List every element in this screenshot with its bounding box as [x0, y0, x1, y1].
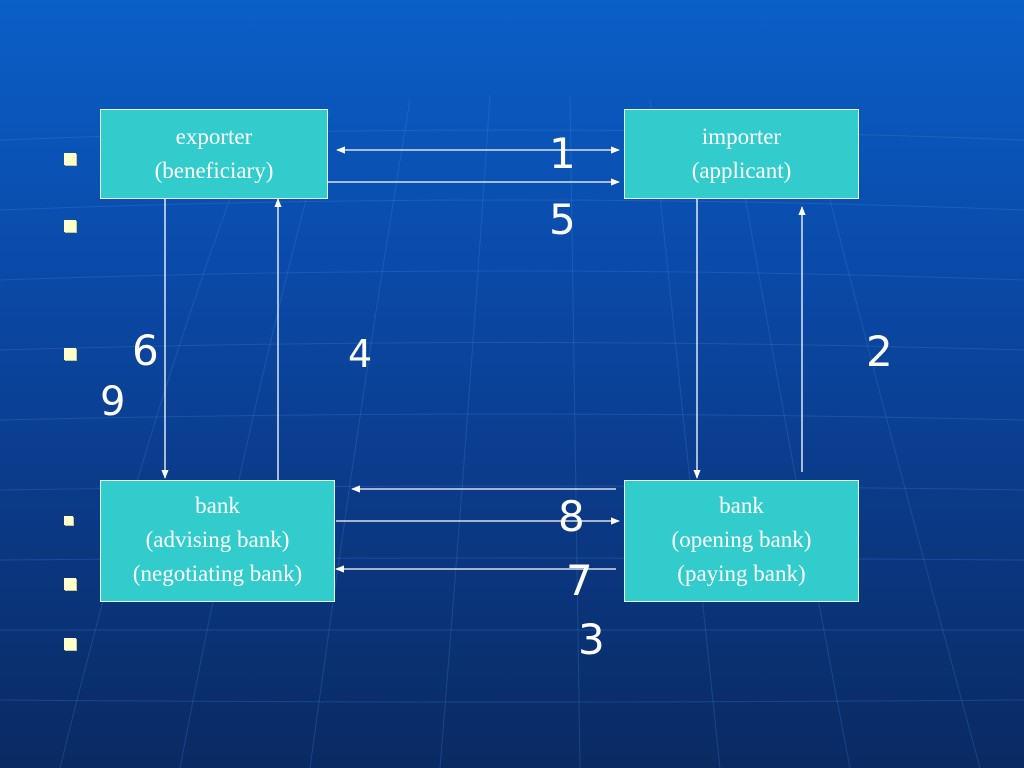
- step-4: 4: [348, 332, 373, 376]
- step-5: 5: [549, 195, 576, 244]
- negotiating-bank-role: (negotiating bank): [132, 561, 303, 586]
- importer-role: (applicant): [691, 158, 792, 183]
- bullet-4: [64, 516, 73, 525]
- opening-bank-box: bank (opening bank) (paying bank): [624, 480, 859, 602]
- bullet-1: [64, 153, 76, 165]
- step-6: 6: [132, 326, 159, 375]
- step-3: 3: [578, 615, 605, 664]
- paying-bank-role: (paying bank): [677, 561, 806, 586]
- step-2: 2: [866, 327, 893, 376]
- advising-bank-label: bank: [195, 493, 240, 518]
- step-1: 1: [549, 129, 576, 178]
- step-9: 9: [100, 379, 126, 425]
- exporter-box: exporter (beneficiary): [100, 109, 328, 199]
- advising-bank-box: bank (advising bank) (negotiating bank): [100, 480, 335, 602]
- importer-label: importer: [701, 124, 782, 149]
- opening-bank-role: (opening bank): [671, 527, 812, 552]
- exporter-role: (beneficiary): [154, 158, 274, 183]
- exporter-label: exporter: [175, 124, 253, 149]
- step-7: 7: [566, 556, 593, 605]
- bullet-2: [64, 220, 76, 232]
- step-8: 8: [558, 492, 585, 541]
- importer-box: importer (applicant): [624, 109, 859, 199]
- advising-bank-role: (advising bank): [145, 527, 290, 552]
- bullet-5: [64, 578, 76, 590]
- opening-bank-label: bank: [719, 493, 764, 518]
- bullet-3: [64, 348, 76, 360]
- bullet-6: [64, 638, 76, 650]
